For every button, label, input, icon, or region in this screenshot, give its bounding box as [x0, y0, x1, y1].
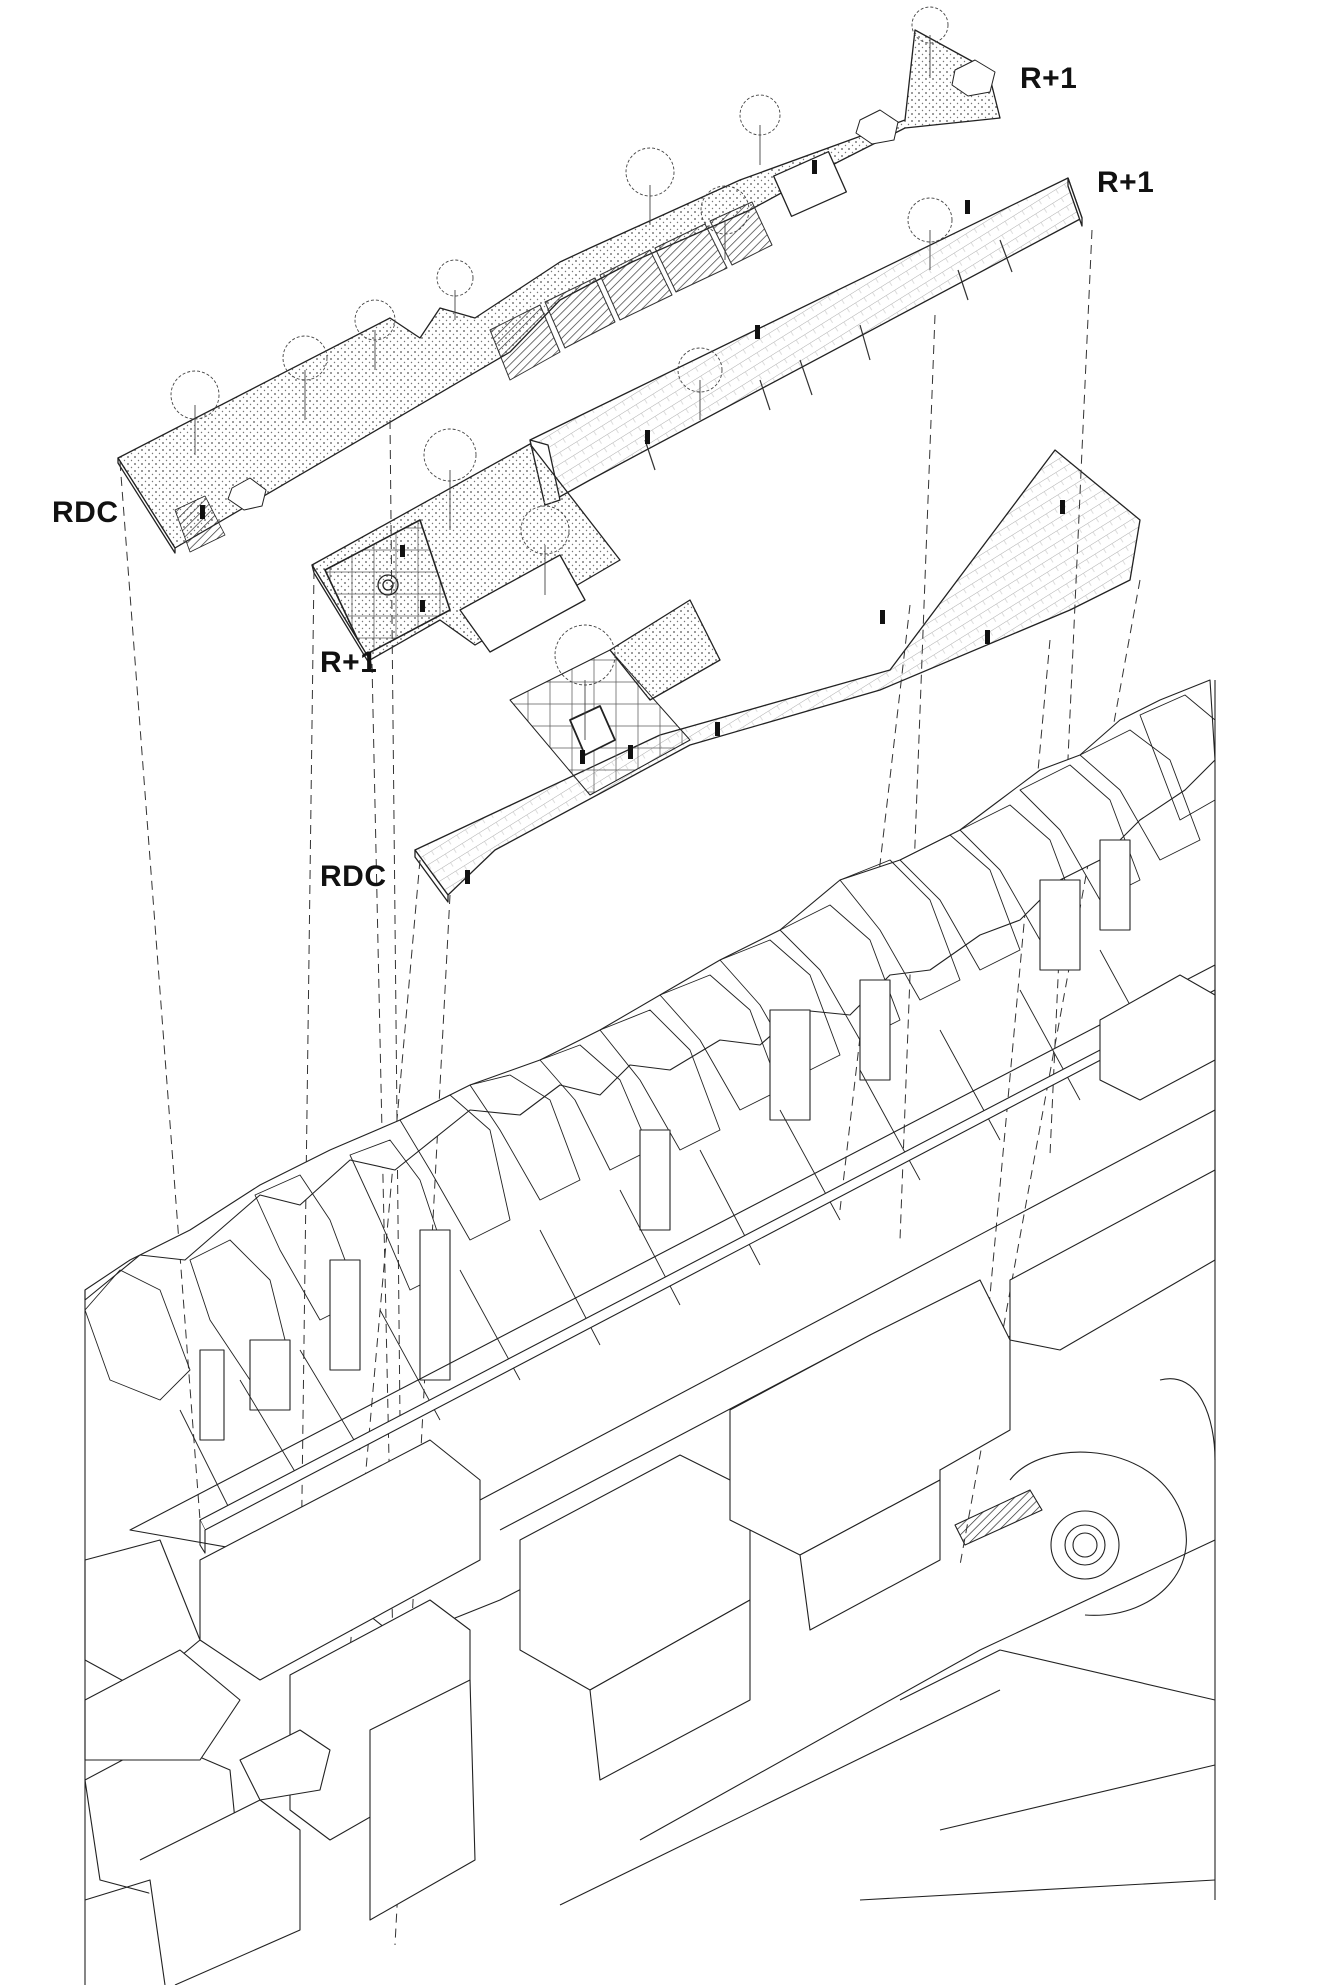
tree-icon	[520, 505, 570, 595]
layer-r1-timber-deck	[529, 177, 1083, 506]
tree-icon	[423, 428, 477, 530]
level-label-r1-middle: R+1	[320, 646, 378, 679]
layer-r1-courtyard	[311, 443, 621, 669]
gazebo-icons	[227, 59, 996, 511]
tree-icon	[436, 259, 474, 320]
person-icons	[200, 160, 1065, 884]
tree-icon	[282, 335, 328, 420]
tree-icon	[907, 197, 953, 270]
courtyard-fountain	[377, 574, 399, 596]
level-label-r1-top-right: R+1	[1020, 62, 1078, 95]
level-label-r1-right: R+1	[1097, 166, 1155, 199]
tree-icon	[677, 347, 723, 420]
tree-icon	[911, 6, 949, 78]
tree-icon	[625, 147, 675, 225]
layer-rdc-plaza-strip	[117, 29, 1001, 554]
tree-icon	[170, 370, 220, 455]
tree-icon	[739, 94, 781, 165]
parking-stripes	[489, 201, 773, 381]
level-label-rdc-middle: RDC	[320, 860, 387, 893]
tree-icon	[354, 299, 396, 370]
tree-icon	[700, 185, 750, 260]
tree-icons	[170, 6, 953, 740]
roundabout	[1050, 1510, 1120, 1580]
level-label-rdc-left: RDC	[52, 496, 119, 529]
pergola-square-1	[772, 151, 848, 217]
base-urban-block	[84, 679, 1216, 1985]
layer-rdc-boardwalk	[414, 449, 1141, 903]
tree-icon	[554, 624, 616, 740]
